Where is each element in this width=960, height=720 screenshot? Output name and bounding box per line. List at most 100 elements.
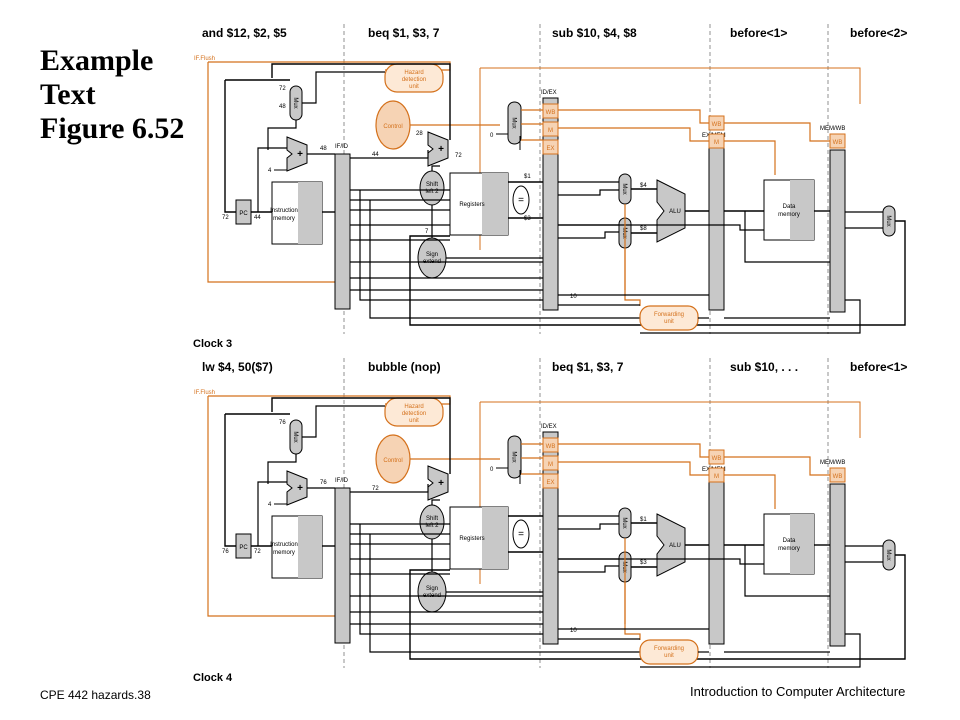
control-label: Control: [383, 458, 402, 464]
shift-label-1: Shift: [426, 516, 438, 522]
mux-label: Mux: [621, 183, 627, 194]
sign-label-1: Sign: [426, 252, 438, 258]
exmem-m-label: M: [714, 474, 719, 480]
title-line-2: Text: [40, 78, 96, 111]
rt-field: [369, 534, 640, 653]
if-flush-label: IF.Flush: [194, 390, 215, 396]
top-mux-value: 76: [279, 420, 286, 426]
imem-shade: [298, 516, 322, 578]
forwarding-label-2: unit: [664, 319, 674, 325]
register-file-shade: [482, 507, 508, 569]
memwb-register: [829, 149, 846, 313]
sign-label-1: Sign: [426, 586, 438, 592]
idex-ctrl-label: WB: [546, 444, 556, 450]
slide-title: Example Text Figure 6.52: [40, 44, 184, 146]
shift-label-2: left 2: [425, 523, 439, 529]
mux-label: Mux: [885, 215, 891, 226]
idex-ctrl-ex: [542, 473, 559, 489]
alu-bypass: [744, 545, 830, 597]
dmem-shade: [790, 180, 814, 240]
mux-label: Mux: [292, 97, 298, 108]
alu-bypass: [744, 211, 830, 263]
idex-ctrl-label: M: [548, 462, 553, 468]
top-mux-value-2: 48: [279, 104, 286, 110]
stage-instruction-4: before<2>: [850, 26, 907, 40]
idex-ctrl-m: [542, 121, 559, 137]
alu: [656, 179, 686, 243]
imem-label-2: memory: [273, 550, 295, 556]
mux-to-pc: [224, 80, 236, 213]
mux-zero: 0: [490, 133, 494, 139]
sign-extend-unit: [417, 237, 447, 279]
footer-left: CPE 442 hazards.38: [40, 688, 151, 702]
equal-label: =: [518, 195, 524, 206]
mux: [507, 435, 522, 479]
shift-to-adder: [431, 165, 440, 171]
pc-label: PC: [239, 211, 248, 217]
memwb-register: [829, 483, 846, 647]
reg-b-value: $3: [524, 216, 531, 222]
ifid-register: [334, 153, 351, 310]
shift-in-value: 7: [425, 229, 429, 235]
stage-instruction-2: sub $10, $4, $8: [552, 26, 637, 40]
forwarding-label-1: Forwarding: [654, 646, 684, 652]
imem-label-1: Instruction: [270, 542, 298, 548]
imem-shade: [298, 182, 322, 244]
write-data: [558, 558, 764, 565]
register-file-shade: [482, 173, 508, 235]
control-label: Control: [383, 124, 402, 130]
m-pass-1: [558, 461, 709, 476]
idex-ctrl-label: M: [548, 128, 553, 134]
shift-label-2: left 2: [425, 189, 439, 195]
memwb-wb-label: WB: [833, 474, 843, 480]
mux-label: Mux: [511, 117, 517, 128]
shift-label-1: Shift: [426, 182, 438, 188]
forwarding-label-2: unit: [664, 653, 674, 659]
branch-a: 28: [416, 131, 423, 137]
rs-field: [359, 524, 543, 635]
alu: [656, 513, 686, 577]
idex-label: ID/EX: [541, 90, 557, 96]
pc-to-branch: [350, 484, 429, 493]
branch-adder: [427, 465, 449, 501]
pc-plus-value: 72: [254, 549, 261, 555]
stage-instruction-3: before<1>: [730, 26, 787, 40]
write-data: [558, 224, 764, 231]
top-mux-value: 72: [279, 86, 286, 92]
rd-value: 10: [570, 628, 577, 634]
if-flush-wire: [207, 62, 340, 283]
branch-out: 72: [455, 153, 462, 159]
dmem-label-2: memory: [778, 212, 800, 218]
hazard-label-1: Hazard: [404, 70, 423, 76]
memwb-label: MEM/WB: [820, 126, 845, 132]
adder-plus: +: [438, 478, 444, 489]
wb-pass-2: [724, 456, 830, 476]
reg-a-value: $1: [524, 174, 531, 180]
registers-label: Registers: [459, 202, 484, 208]
branch-target-loop: [271, 63, 451, 140]
pc-plus-value: 44: [254, 215, 261, 221]
memread-wire: [724, 474, 776, 509]
alu-label: ALU: [669, 209, 681, 215]
rs-field: [359, 190, 543, 301]
mux-loop: [267, 120, 297, 150]
rt-field: [369, 200, 640, 319]
stage-instruction-0: lw $4, 50($7): [202, 360, 273, 374]
dmem-label-1: Data: [783, 538, 796, 544]
mux-label: Mux: [621, 517, 627, 528]
stage-instruction-2: beq $1, $3, 7: [552, 360, 624, 374]
title-line-3: Figure 6.52: [40, 112, 185, 145]
wb-pass-1: [558, 443, 709, 458]
m-pass-1: [558, 127, 709, 142]
memwb-label: MEM/WB: [820, 460, 845, 466]
alu-label: ALU: [669, 543, 681, 549]
footer-right: Introduction to Computer Architecture: [690, 684, 906, 699]
memread-wire: [724, 140, 776, 175]
idex-ctrl-wb: [542, 103, 559, 119]
rd-value: 10: [570, 294, 577, 300]
ifid-pc-value: 72: [372, 486, 379, 492]
mux-label: Mux: [292, 431, 298, 442]
dmem-shade: [790, 514, 814, 574]
